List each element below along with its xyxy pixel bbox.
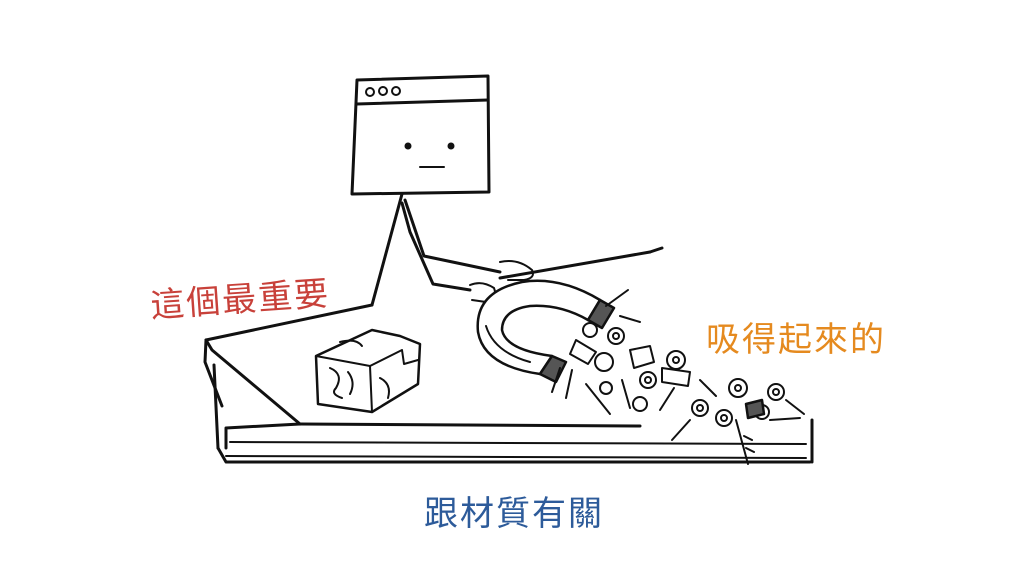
wooden-block-icon xyxy=(314,328,422,414)
character-body xyxy=(370,192,534,307)
label-attracted: 吸得起來的 xyxy=(706,320,886,360)
magnet-icon xyxy=(476,279,616,384)
metal-hardware-icon xyxy=(551,289,805,465)
browser-head-icon xyxy=(350,74,491,196)
table-icon xyxy=(203,246,814,464)
label-material: 跟材質有關 xyxy=(424,494,604,534)
